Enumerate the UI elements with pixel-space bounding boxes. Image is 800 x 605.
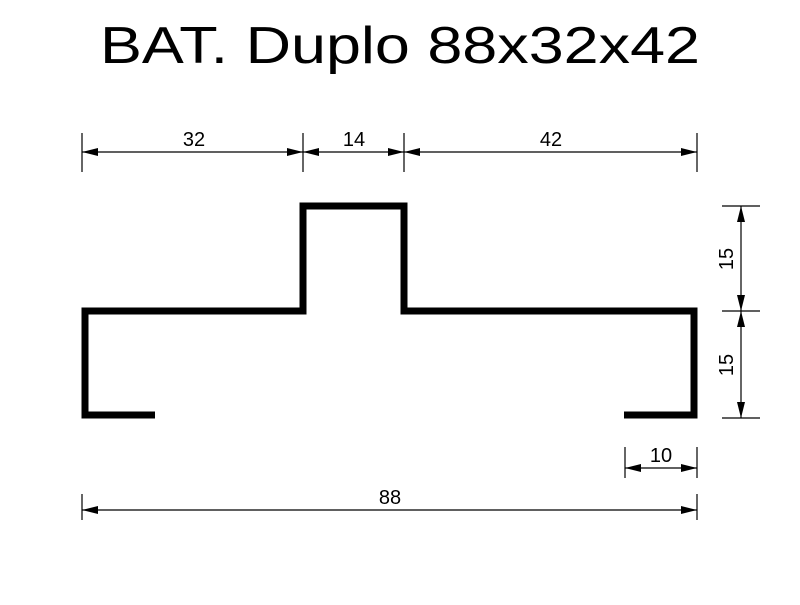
dim-label-42: 42 bbox=[540, 129, 562, 151]
top-dimension-chain: 32 14 42 bbox=[81, 129, 698, 172]
arrow-14-left bbox=[303, 148, 319, 156]
arrow-88-left bbox=[82, 506, 98, 514]
dim-label-15-lower: 15 bbox=[716, 354, 738, 376]
arrow-15-upper-bottom bbox=[737, 295, 745, 311]
lip-dimension-10: 10 bbox=[624, 445, 698, 478]
arrow-88-right bbox=[681, 506, 697, 514]
arrow-10-right bbox=[681, 464, 697, 472]
arrow-14-right bbox=[388, 148, 404, 156]
arrow-32-left bbox=[82, 148, 98, 156]
dim-label-88: 88 bbox=[379, 487, 401, 509]
arrow-42-left bbox=[404, 148, 420, 156]
drawing-title: BAT. Duplo 88x32x42 bbox=[100, 17, 700, 75]
dim-label-10: 10 bbox=[650, 445, 672, 467]
arrow-15-lower-top bbox=[737, 311, 745, 327]
bottom-dimension-88: 88 bbox=[81, 487, 698, 520]
arrow-15-lower-bottom bbox=[737, 402, 745, 418]
arrow-32-right bbox=[287, 148, 303, 156]
dim-label-15-upper: 15 bbox=[716, 248, 738, 270]
dim-label-32: 32 bbox=[183, 129, 205, 151]
profile-outline-path bbox=[81, 202, 698, 419]
arrow-10-left bbox=[625, 464, 641, 472]
right-dimension-stack: 15 15 bbox=[716, 205, 760, 419]
arrow-42-right bbox=[681, 148, 697, 156]
dim-label-14: 14 bbox=[343, 129, 365, 151]
arrow-15-upper-top bbox=[737, 206, 745, 222]
